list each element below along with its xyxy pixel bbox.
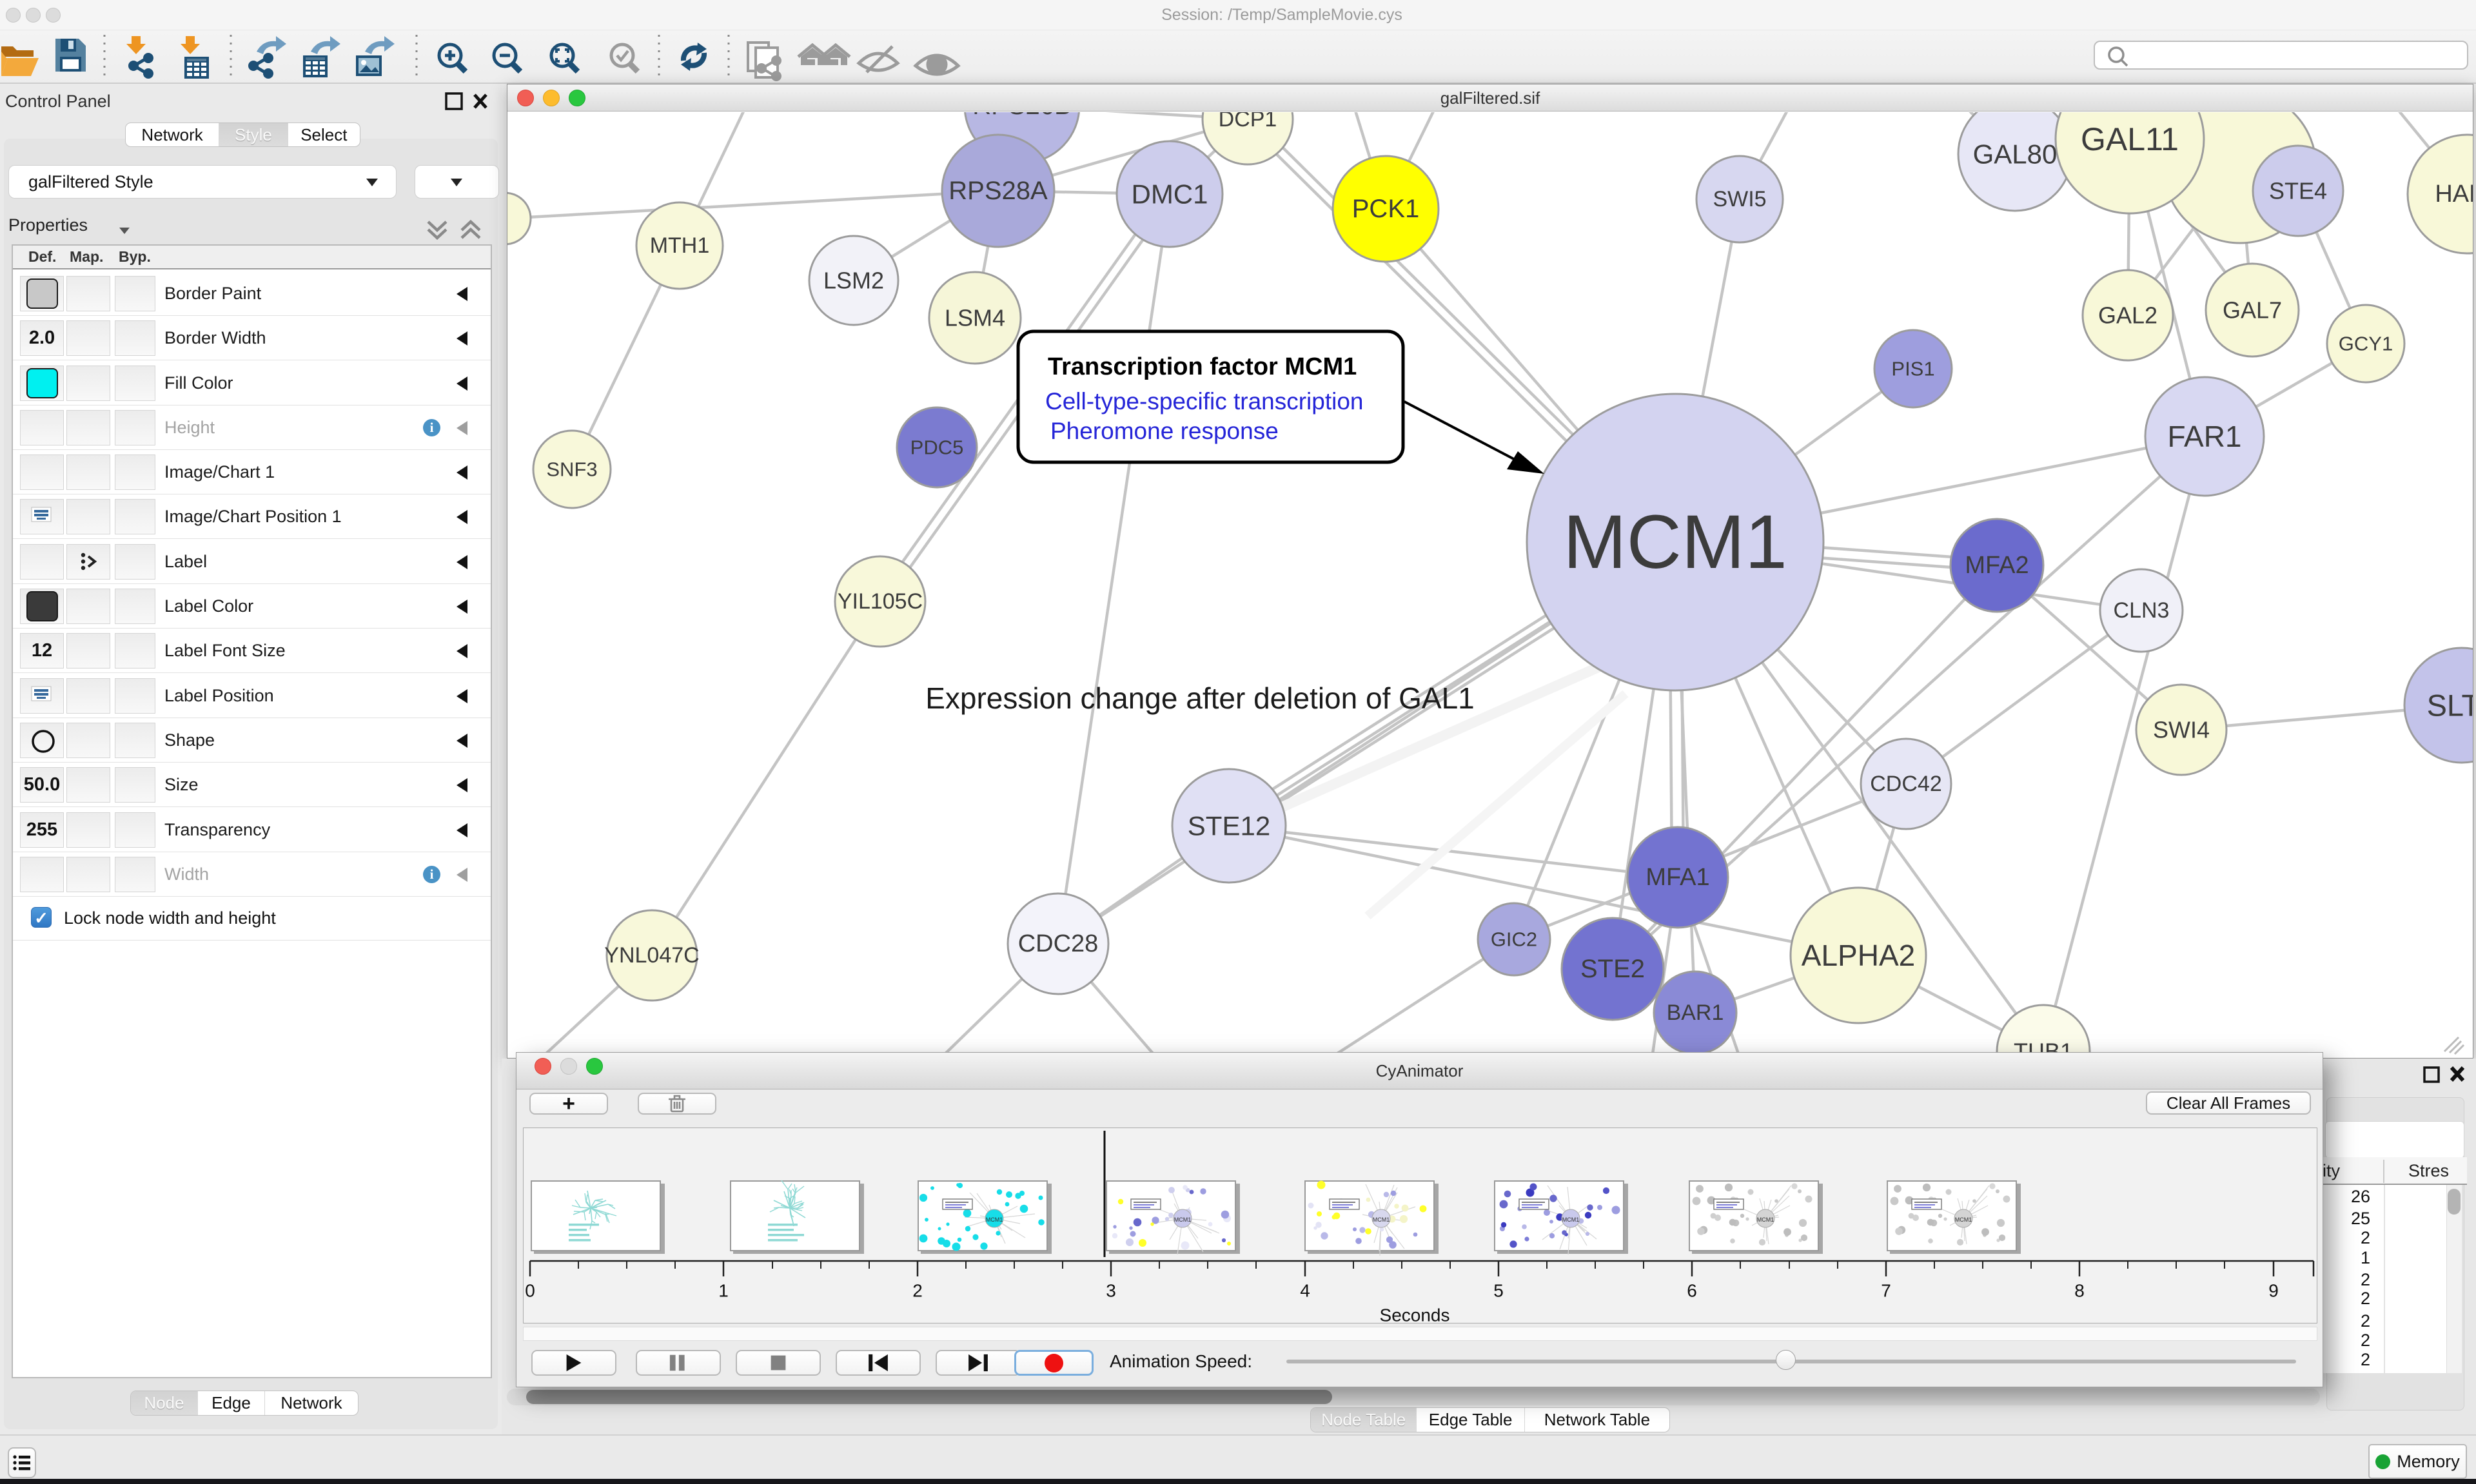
svg-text:MCM1: MCM1 bbox=[1373, 1216, 1390, 1223]
svg-text:STE2: STE2 bbox=[1580, 955, 1645, 983]
svg-text:CLN3: CLN3 bbox=[2114, 598, 2170, 623]
svg-text:6: 6 bbox=[1687, 1281, 1697, 1301]
svg-text:Transcription factor MCM1: Transcription factor MCM1 bbox=[1048, 353, 1357, 380]
svg-text:PIS1: PIS1 bbox=[1891, 358, 1934, 380]
svg-text:GCY1: GCY1 bbox=[2339, 333, 2393, 355]
svg-text:SLT2: SLT2 bbox=[2427, 688, 2473, 723]
svg-text:MCM1: MCM1 bbox=[1174, 1216, 1192, 1223]
svg-text:SNF3: SNF3 bbox=[546, 458, 597, 481]
svg-text:5: 5 bbox=[1493, 1281, 1504, 1301]
svg-text:Pheromone response: Pheromone response bbox=[1050, 418, 1279, 444]
svg-text:MTH1: MTH1 bbox=[650, 233, 710, 258]
svg-text:Cell-type-specific transcripti: Cell-type-specific transcription bbox=[1045, 388, 1364, 415]
svg-text:MCM1: MCM1 bbox=[986, 1216, 1003, 1223]
svg-text:FAR1: FAR1 bbox=[2167, 420, 2241, 453]
svg-text:GAL11: GAL11 bbox=[2081, 121, 2179, 157]
svg-text:SWI5: SWI5 bbox=[1713, 187, 1766, 211]
svg-text:GAL2: GAL2 bbox=[2098, 302, 2157, 329]
svg-text:Seconds: Seconds bbox=[1380, 1305, 1450, 1325]
svg-text:0: 0 bbox=[525, 1281, 535, 1301]
svg-text:GAL80: GAL80 bbox=[1973, 139, 2058, 170]
svg-text:MCM1: MCM1 bbox=[1757, 1216, 1774, 1223]
svg-text:MCM1: MCM1 bbox=[1955, 1216, 1972, 1223]
svg-text:PCK1: PCK1 bbox=[1352, 195, 1420, 223]
svg-text:PDC5: PDC5 bbox=[910, 436, 964, 459]
svg-text:GAL7: GAL7 bbox=[2223, 297, 2282, 324]
svg-text:SWI4: SWI4 bbox=[2153, 717, 2210, 743]
svg-text:7: 7 bbox=[1881, 1281, 1891, 1301]
svg-text:2: 2 bbox=[912, 1281, 923, 1301]
svg-text:MCM1: MCM1 bbox=[1563, 500, 1787, 585]
svg-text:YNL047C: YNL047C bbox=[604, 943, 699, 968]
svg-text:RPS28A: RPS28A bbox=[948, 177, 1048, 205]
svg-text:8: 8 bbox=[2074, 1281, 2085, 1301]
svg-text:BAR1: BAR1 bbox=[1667, 1001, 1724, 1025]
svg-text:YIL105C: YIL105C bbox=[838, 589, 923, 614]
svg-text:3: 3 bbox=[1106, 1281, 1116, 1301]
svg-text:HAP2: HAP2 bbox=[2435, 181, 2473, 208]
svg-text:DCP1: DCP1 bbox=[1219, 112, 1277, 132]
svg-text:RPS26B: RPS26B bbox=[972, 112, 1071, 120]
svg-text:LSM4: LSM4 bbox=[945, 305, 1005, 331]
svg-text:4: 4 bbox=[1300, 1281, 1310, 1301]
svg-text:9: 9 bbox=[2268, 1281, 2279, 1301]
svg-text:MFA2: MFA2 bbox=[1965, 552, 2029, 579]
svg-text:Expression change after deleti: Expression change after deletion of GAL1 bbox=[925, 681, 1475, 715]
svg-text:GIC2: GIC2 bbox=[1491, 928, 1537, 951]
svg-text:CDC42: CDC42 bbox=[1870, 772, 1941, 796]
svg-text:STE4: STE4 bbox=[2269, 178, 2327, 204]
svg-text:DMC1: DMC1 bbox=[1131, 179, 1208, 210]
svg-text:ALPHA2: ALPHA2 bbox=[1802, 939, 1915, 972]
svg-text:1: 1 bbox=[718, 1281, 729, 1301]
svg-text:MCM1: MCM1 bbox=[1562, 1216, 1580, 1223]
svg-text:MFA1: MFA1 bbox=[1646, 864, 1709, 891]
svg-text:LSM2: LSM2 bbox=[823, 268, 884, 294]
svg-text:STE12: STE12 bbox=[1188, 811, 1270, 841]
svg-text:CDC28: CDC28 bbox=[1018, 930, 1099, 957]
